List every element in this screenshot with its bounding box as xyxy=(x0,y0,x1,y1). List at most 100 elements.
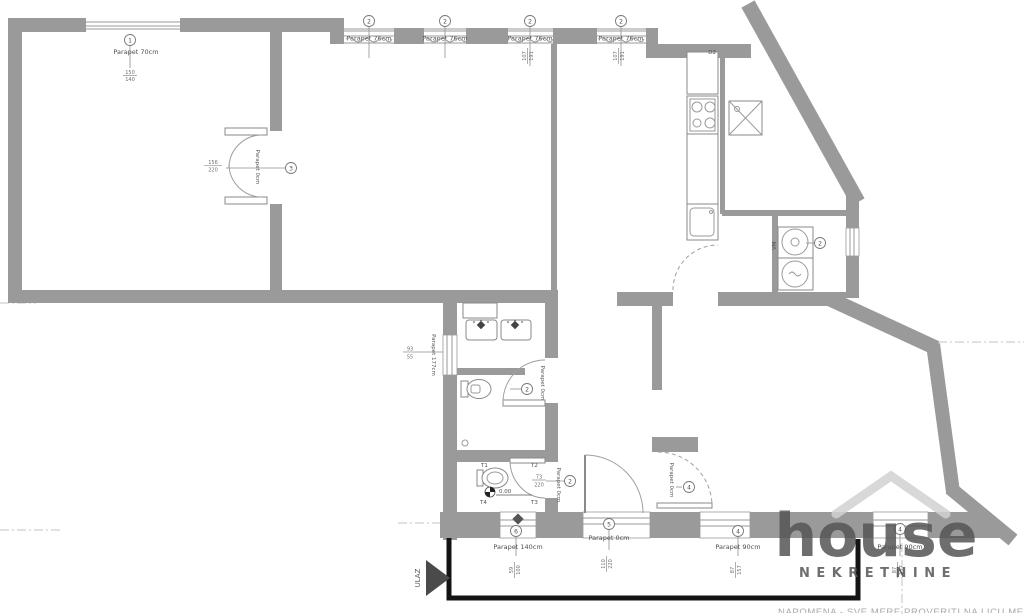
marker: 3 xyxy=(289,166,293,173)
kitchen-counter xyxy=(686,51,719,95)
dim-w: 107 xyxy=(522,51,528,61)
parapet-label: Parapet 76cm xyxy=(346,35,391,43)
wc-t4: T4 xyxy=(479,500,487,506)
dim-h: 191 xyxy=(529,51,535,61)
dim-h: 55 xyxy=(407,355,413,361)
wc: 0.00 T1 T2 T3 T4 xyxy=(476,463,538,506)
parapet-label: Parapet 90cm xyxy=(715,543,760,551)
bathroom xyxy=(460,302,532,447)
dim-w: 93 xyxy=(407,347,413,353)
level-mark: 0.00 xyxy=(484,486,532,498)
ann-win-room-2: 4 Parapet 90cm 87 157 xyxy=(877,523,923,578)
entrance-marker: ULAZ xyxy=(414,560,450,596)
stove xyxy=(686,95,719,135)
ann-wc-door: 2 73 220 Parapet 0cm xyxy=(532,468,576,503)
toilet-bath xyxy=(460,379,492,399)
sink-2 xyxy=(500,319,532,341)
dim-w: 73 xyxy=(536,475,542,481)
entrance-opening xyxy=(582,511,651,539)
marker: 2 xyxy=(528,19,532,26)
double-door xyxy=(224,127,268,205)
kitchen-sink xyxy=(686,203,719,241)
bath-counter xyxy=(462,302,498,319)
marker: 2 xyxy=(525,387,529,394)
window-top-left xyxy=(86,18,180,32)
dim-w: 107 xyxy=(613,51,619,61)
marker: 2 xyxy=(818,241,822,248)
ann-front-1: 2 Parapet 76cm xyxy=(345,15,393,58)
dim-h: 220 xyxy=(208,168,218,174)
doors xyxy=(224,127,719,514)
marker: 4 xyxy=(736,529,740,536)
ann-room-door: 4 Parapet 0cm xyxy=(668,463,695,498)
parapet-label: Parapet 76cm xyxy=(422,35,467,43)
dim-h: 100 xyxy=(516,565,522,575)
washing-machine-label: VM xyxy=(772,241,778,250)
laundry: VM xyxy=(772,226,814,291)
ann-bath-door: 2 Parapet 0cm xyxy=(510,366,545,401)
marker: 2 xyxy=(619,19,623,26)
dim-w: 87 xyxy=(730,567,736,573)
kitchen-counter-label: D2 xyxy=(708,50,716,56)
ann-win-top-left: 1 Parapet 70cm 150 140 xyxy=(113,34,159,83)
logo-roof-icon xyxy=(831,470,951,519)
dim-w: 150 xyxy=(125,70,135,76)
watermark-logo: house NEKRETNINE xyxy=(774,470,978,581)
ann-front-3: 2 Parapet 76cm 107 191 xyxy=(506,15,554,66)
dim-w: 87 xyxy=(892,567,898,573)
ann-entrance: 5 Parapet 0cm 110 220 xyxy=(588,518,630,572)
wc-t1: T1 xyxy=(480,463,488,469)
dim-w: 59 xyxy=(509,567,515,573)
dim-w: 110 xyxy=(601,559,607,569)
washing-machine xyxy=(777,226,814,259)
marker: 5 xyxy=(607,522,611,529)
logo-word: house xyxy=(774,501,977,571)
level-value: 0.00 xyxy=(499,489,512,495)
marker: 4 xyxy=(898,527,902,534)
parapet-label: Parapet 76cm xyxy=(507,35,552,43)
dim-h: 157 xyxy=(737,565,743,575)
ann-front-2: 2 Parapet 76cm xyxy=(421,15,469,58)
toilet-wc xyxy=(476,467,509,489)
parapet-label: Parapet 0cm xyxy=(254,150,260,185)
window-laundry xyxy=(845,227,860,257)
parapet-label: Parapet 70cm xyxy=(113,48,158,56)
wc-t2: T2 xyxy=(530,463,538,469)
wc-t3: T3 xyxy=(530,500,538,506)
ann-win-laundry: 2 xyxy=(806,237,826,249)
marker: 2 xyxy=(443,19,447,26)
ann-win-bath-bottom: 6 Parapet 140cm 59 100 xyxy=(493,525,543,578)
ann-front-windows: 2 Parapet 76cm 2 Parapet 76cm 2 Parapet … xyxy=(345,15,645,66)
vent-diamond-icon xyxy=(512,513,524,525)
marker: 6 xyxy=(514,529,518,536)
footer-clipped-text: NAPOMENA - SVE MERE PROVERITI NA LICU ME… xyxy=(778,607,1024,613)
dim-h: 220 xyxy=(534,483,544,489)
bath-door xyxy=(502,359,546,407)
marker: 2 xyxy=(568,479,572,486)
dim-h: 191 xyxy=(620,51,626,61)
parapet-label: Parapet 0cm xyxy=(539,366,545,401)
parapet-label: Parapet 0cm xyxy=(555,468,561,503)
entrance-arrow-icon xyxy=(426,560,450,596)
dim-h: 157 xyxy=(899,565,905,575)
marker: 2 xyxy=(367,19,371,26)
parapet-label: Parapet 0cm xyxy=(668,463,674,498)
ann-double-door: 3 156 220 Parapet 0cm xyxy=(204,150,297,185)
marker: 4 xyxy=(687,485,691,492)
entrance-door xyxy=(584,454,644,514)
parapet-label: Parapet 0cm xyxy=(588,534,629,542)
shaft xyxy=(728,100,763,136)
wc-door xyxy=(509,457,546,499)
ann-win-bath-left: 93 55 Parapet 177cm xyxy=(403,334,443,376)
kitchen-door-arc xyxy=(672,244,719,291)
logo-subtitle: NEKRETNINE xyxy=(799,566,957,581)
dim-h: 140 xyxy=(125,77,135,83)
sink-1 xyxy=(465,319,498,341)
drain xyxy=(461,439,469,447)
dim-w: 156 xyxy=(208,160,218,166)
marker: 1 xyxy=(128,38,132,45)
dim-h: 220 xyxy=(608,559,614,569)
ann-front-4: 2 Parapet 76cm 107 191 xyxy=(597,15,645,66)
